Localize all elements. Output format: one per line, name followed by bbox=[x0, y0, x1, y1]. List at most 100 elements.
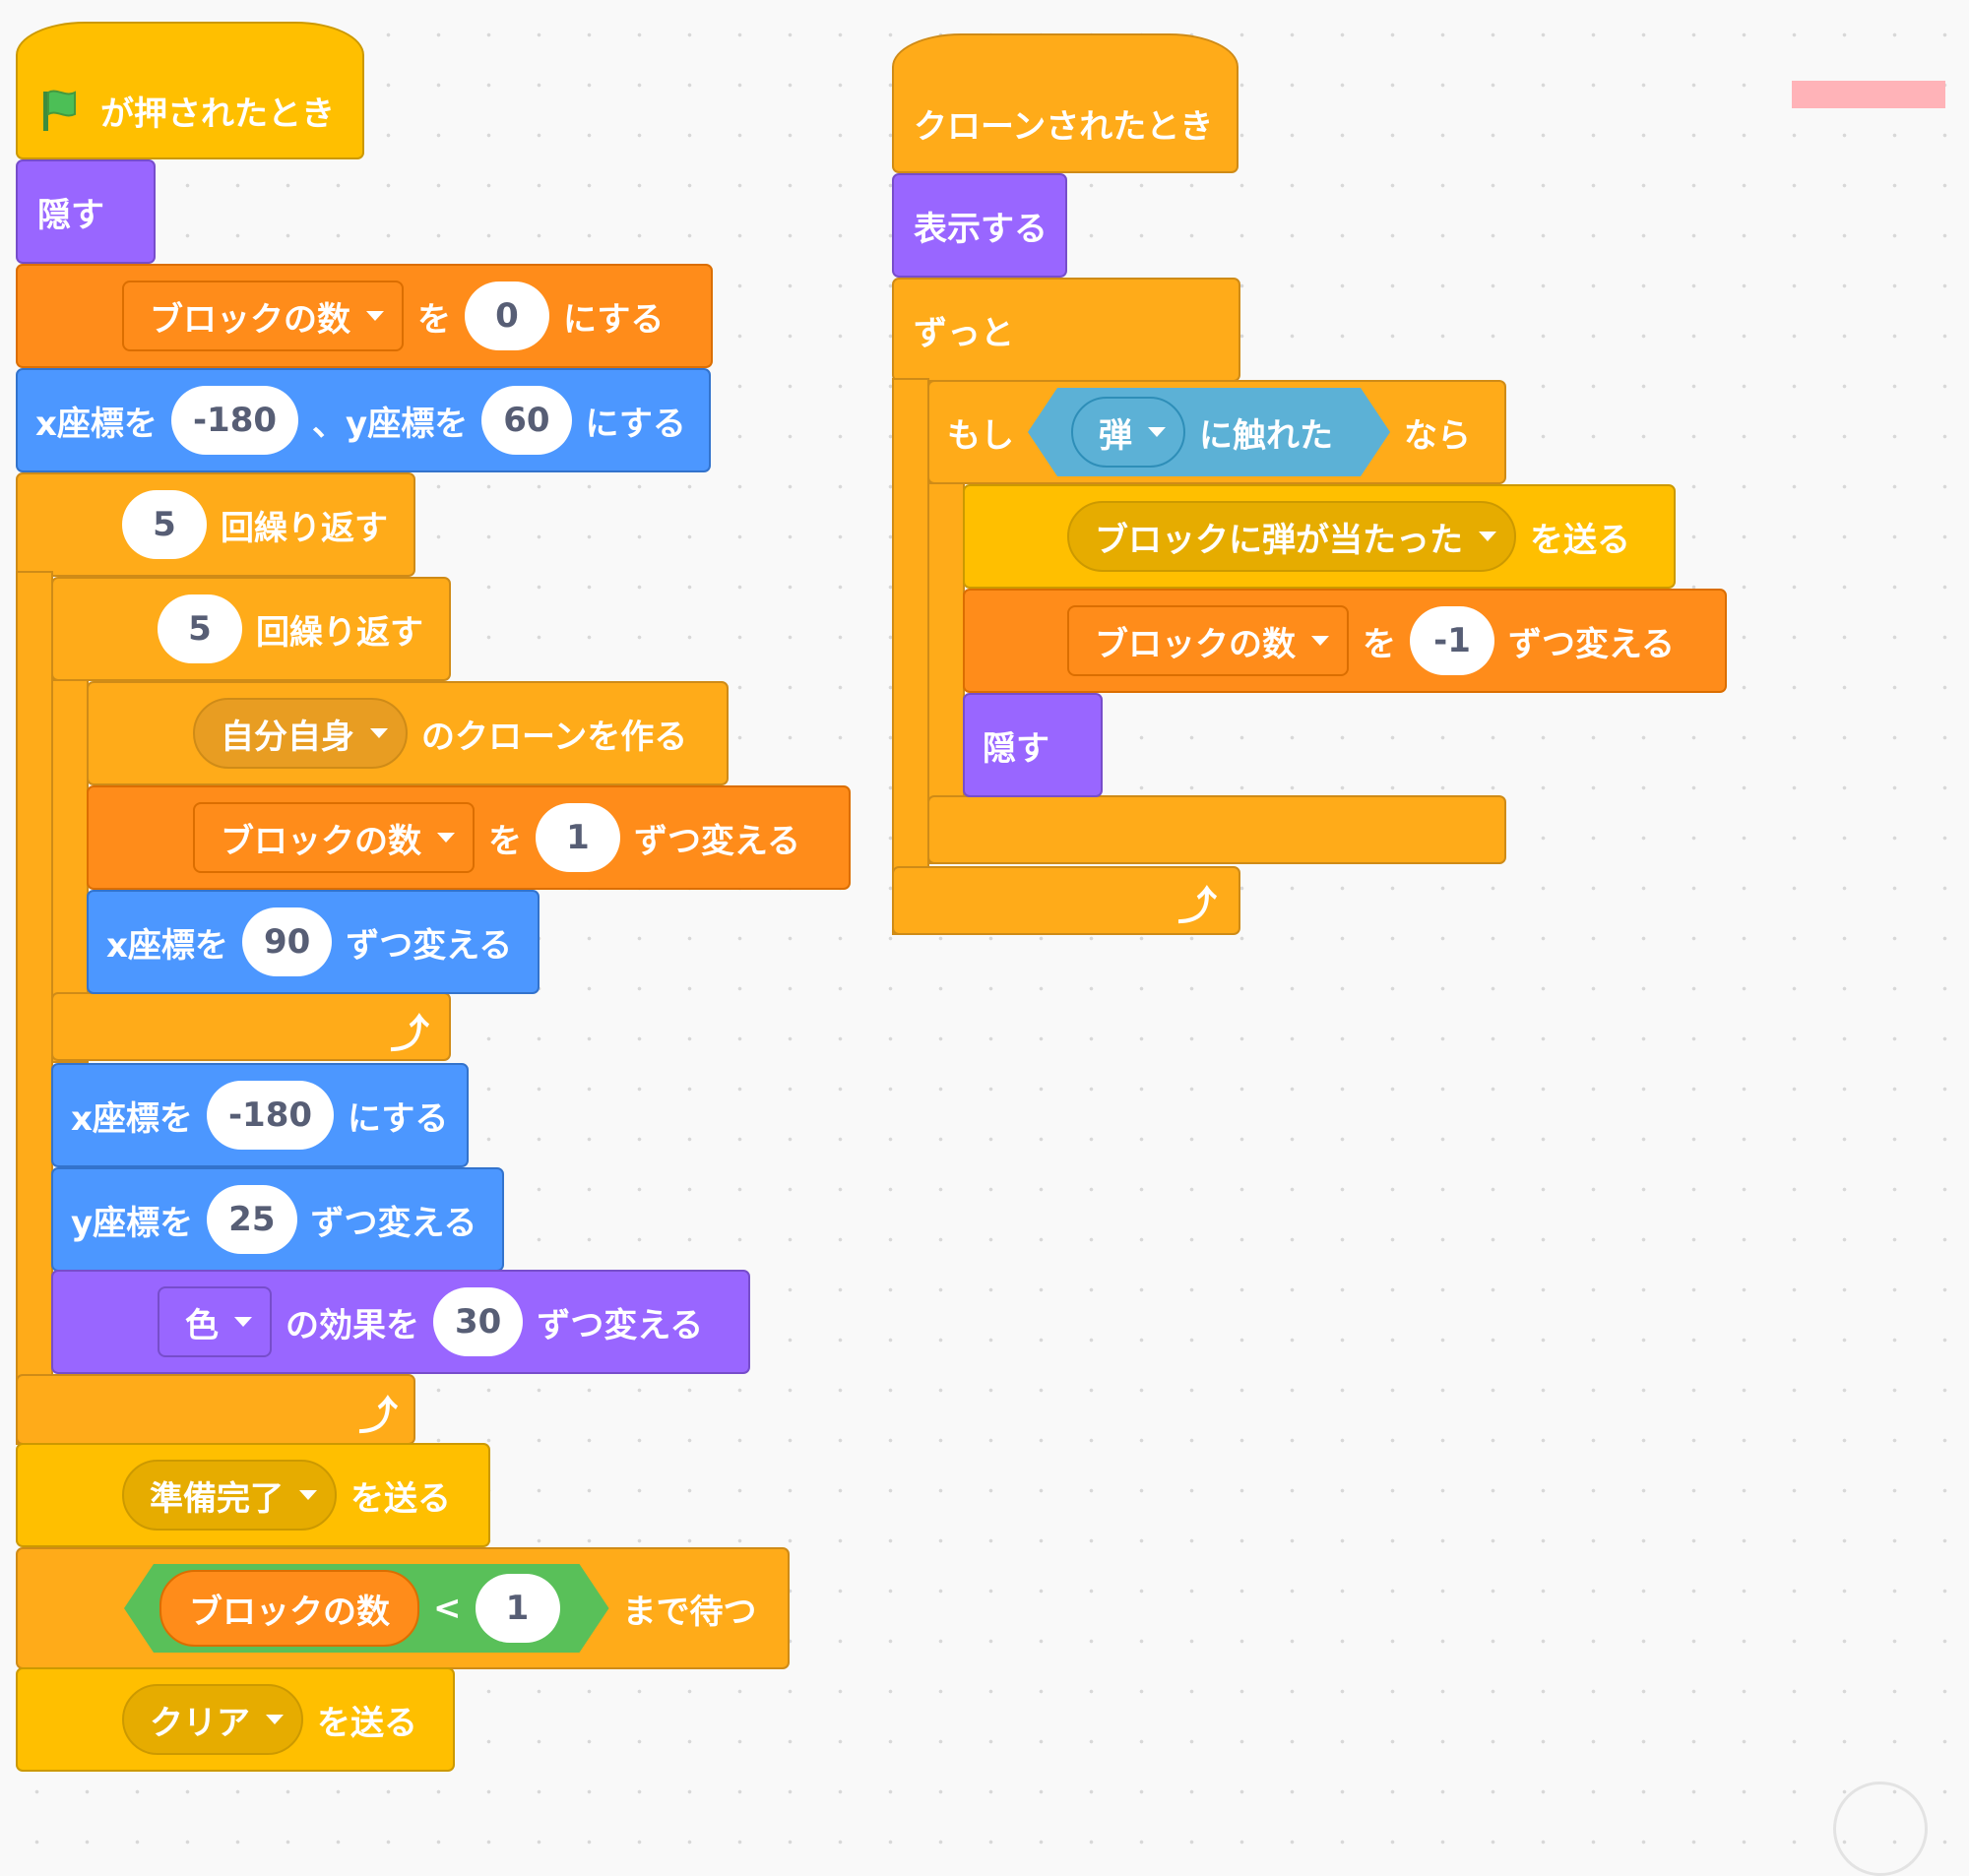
x-input[interactable]: -180 bbox=[206, 1081, 335, 1150]
touching-object: 弾 bbox=[1099, 415, 1132, 456]
forever-bottom bbox=[892, 866, 1240, 935]
change-y-block[interactable]: y座標を 25 ずつ変える bbox=[51, 1167, 504, 1272]
x-change-input[interactable]: 90 bbox=[241, 907, 333, 976]
wait-until-block[interactable]: ブロックの数 < 1 まで待つ bbox=[16, 1547, 790, 1669]
wait-until-suffix: まで待つ bbox=[622, 1592, 757, 1632]
compare-value-input[interactable]: 1 bbox=[476, 1574, 560, 1643]
hat-label: が押されたとき bbox=[100, 94, 335, 134]
green-flag-icon bbox=[37, 86, 87, 135]
less-than-operator[interactable]: ブロックの数 < 1 bbox=[124, 1564, 609, 1653]
variable-reporter[interactable]: ブロックの数 bbox=[159, 1570, 419, 1647]
dropdown-caret-icon bbox=[299, 1490, 317, 1500]
change-x-suffix: ずつ変える bbox=[346, 925, 513, 966]
message-name: クリア bbox=[150, 1703, 250, 1743]
dropdown-caret-icon bbox=[366, 311, 384, 321]
variable-name: ブロックの数 bbox=[1095, 624, 1296, 664]
loop-arrow-icon: ⤴ bbox=[1177, 884, 1217, 929]
dropdown-caret-icon bbox=[370, 728, 388, 738]
set-to-label: を bbox=[417, 299, 451, 340]
repeat-label: 回繰り返す bbox=[256, 612, 423, 653]
show-block[interactable]: 表示する bbox=[892, 173, 1067, 278]
variable-dropdown[interactable]: ブロックの数 bbox=[193, 802, 475, 873]
hat-label: クローンされたとき bbox=[914, 106, 1214, 147]
value-input[interactable]: 0 bbox=[465, 281, 549, 350]
message-dropdown[interactable]: ブロックに弾が当たった bbox=[1067, 501, 1516, 572]
variable-name: ブロックの数 bbox=[150, 299, 350, 340]
change-suffix: ずつ変える bbox=[634, 821, 800, 861]
hide-label: 隠す bbox=[37, 195, 104, 235]
clone-target: 自分自身 bbox=[221, 717, 354, 757]
touching-object-dropdown[interactable]: 弾 bbox=[1071, 397, 1185, 468]
effect-dropdown[interactable]: 色 bbox=[158, 1286, 272, 1357]
y-label: 、y座標を bbox=[312, 404, 469, 444]
goto-suffix: にする bbox=[585, 404, 686, 444]
set-x-suffix: にする bbox=[348, 1098, 449, 1139]
change-y-suffix: ずつ変える bbox=[310, 1203, 477, 1243]
repeat-outer-block[interactable]: 5 回繰り返す bbox=[16, 472, 415, 577]
broadcast-suffix: を送る bbox=[350, 1478, 451, 1519]
repeat-count-input[interactable]: 5 bbox=[122, 490, 207, 559]
broadcast-hit-block[interactable]: ブロックに弾が当たった を送る bbox=[963, 484, 1676, 589]
hide-block[interactable]: 隠す bbox=[16, 159, 156, 264]
change-suffix: ずつ変える bbox=[1508, 624, 1675, 664]
broadcast-suffix: を送る bbox=[317, 1703, 417, 1743]
broadcast-clear-block[interactable]: クリア を送る bbox=[16, 1667, 455, 1772]
x-label: x座標を bbox=[35, 404, 158, 444]
if-block[interactable]: もし 弾 に触れた なら bbox=[927, 380, 1506, 484]
repeat-outer-bottom bbox=[16, 1374, 415, 1445]
change-variable-block[interactable]: ブロックの数 を -1 ずつ変える bbox=[963, 589, 1727, 693]
create-clone-label: のクローンを作る bbox=[421, 717, 688, 757]
clone-target-dropdown[interactable]: 自分自身 bbox=[193, 698, 408, 769]
loop-arrow-icon: ⤴ bbox=[358, 1394, 398, 1439]
dropdown-caret-icon bbox=[1479, 532, 1496, 541]
forever-block[interactable]: ずっと bbox=[892, 278, 1240, 382]
hide-block[interactable]: 隠す bbox=[963, 693, 1103, 797]
goto-xy-block[interactable]: x座標を -180 、y座標を 60 にする bbox=[16, 368, 711, 472]
y-change-input[interactable]: 25 bbox=[207, 1185, 297, 1254]
broadcast-suffix: を送る bbox=[1530, 520, 1630, 560]
when-flag-clicked-hat[interactable]: が押されたとき bbox=[16, 22, 364, 159]
message-dropdown[interactable]: クリア bbox=[122, 1684, 303, 1755]
repeat-count-input[interactable]: 5 bbox=[158, 594, 242, 663]
value-input[interactable]: 1 bbox=[536, 803, 620, 872]
repeat-label: 回繰り返す bbox=[221, 508, 388, 548]
effect-value-input[interactable]: 30 bbox=[433, 1287, 524, 1356]
broadcast-ready-block[interactable]: 準備完了 を送る bbox=[16, 1443, 490, 1547]
variable-dropdown[interactable]: ブロックの数 bbox=[1067, 605, 1349, 676]
if-suffix: なら bbox=[1404, 415, 1471, 456]
set-x-block[interactable]: x座標を -180 にする bbox=[51, 1063, 469, 1167]
x-input[interactable]: -180 bbox=[170, 386, 299, 455]
forever-arm bbox=[892, 378, 929, 935]
set-variable-block[interactable]: ブロックの数 を 0 にする bbox=[16, 264, 713, 368]
zoom-button[interactable] bbox=[1833, 1782, 1928, 1876]
message-name: 準備完了 bbox=[150, 1478, 284, 1519]
change-x-block[interactable]: x座標を 90 ずつ変える bbox=[87, 890, 540, 994]
touching-condition[interactable]: 弾 に触れた bbox=[1028, 388, 1390, 476]
dropdown-caret-icon bbox=[1148, 427, 1166, 437]
change-x-label: x座標を bbox=[106, 925, 228, 966]
variable-dropdown[interactable]: ブロックの数 bbox=[122, 281, 404, 351]
dropdown-caret-icon bbox=[1311, 636, 1329, 646]
dropdown-caret-icon bbox=[266, 1715, 284, 1724]
scrollbar-thumb[interactable] bbox=[1792, 81, 1945, 108]
effect-suffix: ずつ変える bbox=[537, 1305, 704, 1345]
hide-label: 隠す bbox=[983, 728, 1049, 769]
repeat-inner-block[interactable]: 5 回繰り返す bbox=[51, 577, 451, 681]
when-cloned-hat[interactable]: クローンされたとき bbox=[892, 33, 1239, 173]
value-input[interactable]: -1 bbox=[1410, 606, 1494, 675]
message-dropdown[interactable]: 準備完了 bbox=[122, 1460, 337, 1531]
forever-label: ずっと bbox=[914, 313, 1014, 353]
variable-name: ブロックの数 bbox=[221, 821, 421, 861]
change-effect-block[interactable]: 色 の効果を 30 ずつ変える bbox=[51, 1270, 750, 1374]
set-suffix: にする bbox=[563, 299, 665, 340]
y-input[interactable]: 60 bbox=[481, 386, 572, 455]
if-prefix: もし bbox=[947, 415, 1014, 456]
change-variable-block[interactable]: ブロックの数 を 1 ずつ変える bbox=[87, 785, 851, 890]
effect-label: の効果を bbox=[286, 1305, 419, 1345]
touching-label: に触れた bbox=[1199, 415, 1333, 456]
change-y-label: y座標を bbox=[71, 1203, 194, 1243]
dropdown-caret-icon bbox=[437, 833, 455, 843]
change-by-label: を bbox=[488, 821, 522, 861]
create-clone-block[interactable]: 自分自身 のクローンを作る bbox=[87, 681, 729, 785]
set-x-label: x座標を bbox=[71, 1098, 193, 1139]
